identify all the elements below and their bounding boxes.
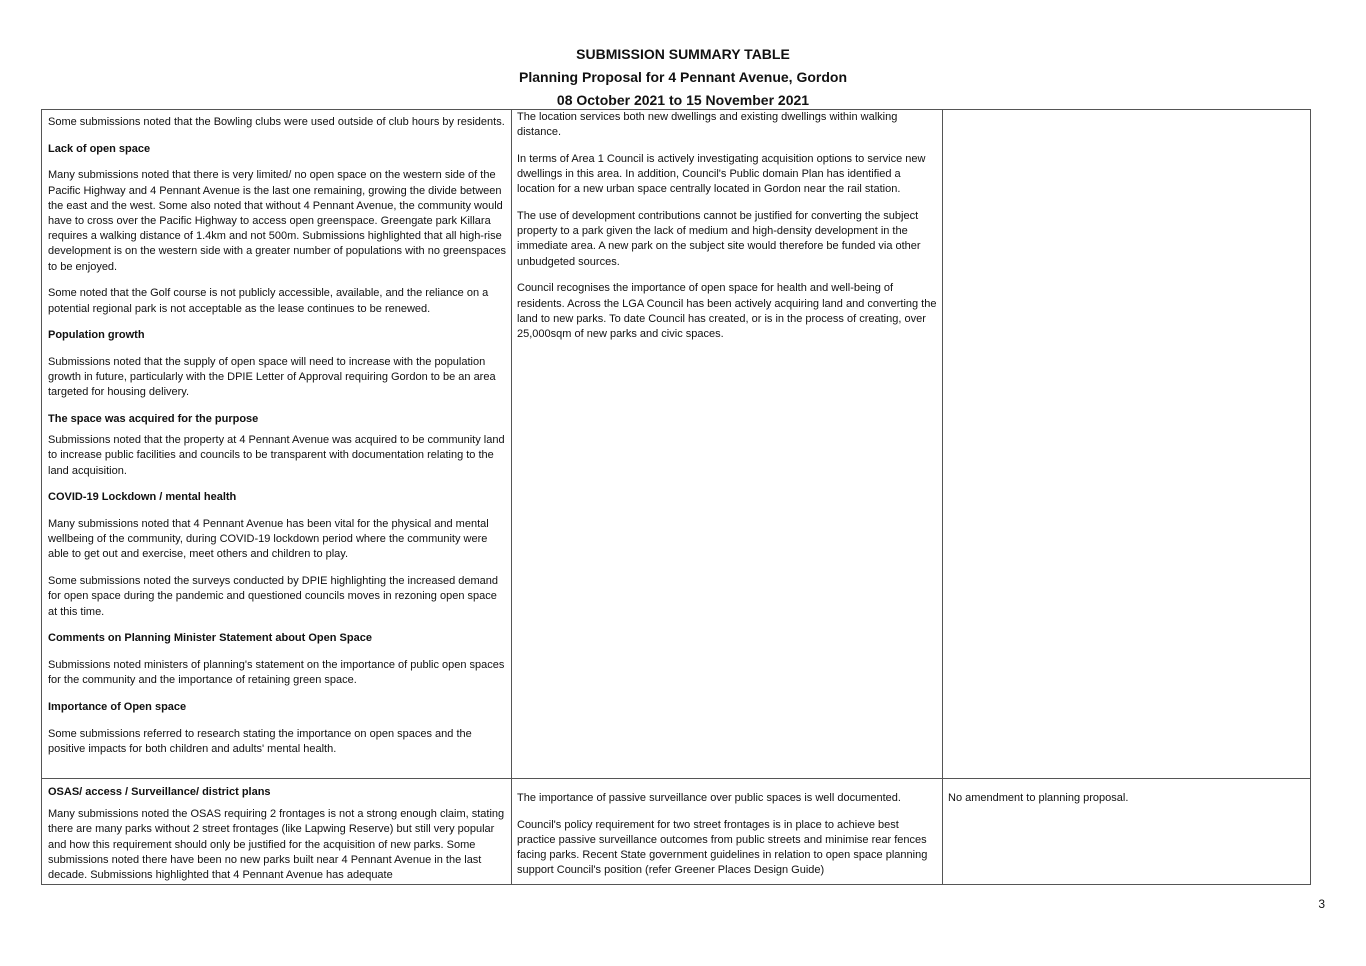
submission-paragraph: Many submissions noted the OSAS requirin…	[48, 808, 505, 882]
row1-submissions-cell: Some submissions noted that the Bowling …	[48, 115, 506, 777]
submission-heading: OSAS/ access / Surveillance/ district pl…	[48, 786, 271, 798]
submission-period: 08 October 2021 to 15 November 2021	[556, 92, 810, 108]
response-paragraph: The importance of passive surveillance o…	[517, 792, 901, 804]
response-paragraph: The use of development contributions can…	[517, 210, 921, 268]
submission-paragraph: Some submissions noted that the Bowling …	[48, 116, 505, 128]
response-paragraph: In terms of Area 1 Council is actively i…	[517, 152, 926, 196]
submission-paragraph: Submissions noted that the supply of ope…	[48, 355, 496, 399]
submission-summary-table: Some submissions noted that the Bowling …	[41, 109, 1311, 885]
submission-heading: Importance of Open space	[48, 700, 187, 713]
submission-paragraph: Submissions noted that the property at 4…	[48, 434, 505, 477]
row1-amendment-cell	[948, 115, 1306, 777]
submission-paragraph: Many submissions noted that there is ver…	[48, 169, 506, 273]
submission-paragraph: Some noted that the Golf course is not p…	[48, 287, 489, 315]
page-number: 3	[1318, 897, 1325, 911]
submission-heading: Population growth	[48, 329, 145, 342]
row2-submissions-cell: OSAS/ access / Surveillance/ district pl…	[48, 785, 506, 885]
column-divider	[942, 110, 943, 884]
document-subtitle: Planning Proposal for 4 Pennant Avenue, …	[519, 69, 847, 85]
submission-paragraph: Submissions noted ministers of planning'…	[48, 658, 505, 687]
row2-response-cell: The importance of passive surveillance o…	[517, 791, 939, 885]
submission-heading: COVID-19 Lockdown / mental health	[48, 491, 237, 504]
response-paragraph: Council's policy requirement for two str…	[517, 818, 928, 877]
row2-amendment-cell: No amendment to planning proposal.	[948, 792, 1129, 804]
document-title: SUBMISSION SUMMARY TABLE	[576, 46, 790, 62]
submission-heading: The space was acquired for the purpose	[48, 413, 259, 426]
response-paragraph: Council recognises the importance of ope…	[517, 282, 937, 340]
column-divider	[511, 110, 512, 884]
submission-heading: Lack of open space	[48, 142, 151, 155]
submission-paragraph: Some submissions noted the surveys condu…	[48, 575, 499, 618]
submission-heading: Comments on Planning Minister Statement …	[48, 632, 372, 645]
row-divider	[42, 778, 1310, 779]
submission-paragraph: Many submissions noted that 4 Pennant Av…	[48, 518, 489, 561]
response-paragraph: The location services both new dwellings…	[517, 111, 898, 139]
submission-paragraph: Some submissions referred to research st…	[48, 727, 472, 755]
row1-response-cell: The location services both new dwellings…	[517, 110, 939, 772]
